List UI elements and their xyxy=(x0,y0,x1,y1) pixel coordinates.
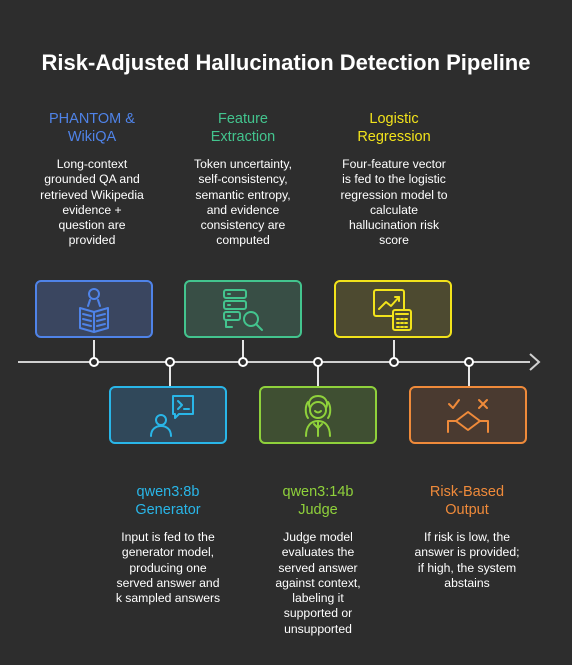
timeline-node xyxy=(389,357,399,367)
timeline-node xyxy=(165,357,175,367)
card-phantom-wikiqa xyxy=(35,280,153,338)
step-title: qwen3:8b Generator xyxy=(135,484,201,518)
page-title: Risk-Adjusted Hallucination Detection Pi… xyxy=(41,50,531,75)
step-title: PHANTOM & WikiQA xyxy=(49,111,135,145)
step-description: Four-feature vector is fed to the logist… xyxy=(340,157,448,248)
step-logistic-regression: Logistic Regression Four-feature vector … xyxy=(321,110,467,249)
server-search-icon xyxy=(223,289,263,331)
step-description: Long-context grounded QA and retrieved W… xyxy=(40,157,144,248)
chart-calculator-icon xyxy=(373,289,412,331)
step-title: Risk-Based Output xyxy=(429,484,505,518)
timeline-node xyxy=(89,357,99,367)
judge-icon xyxy=(304,395,332,437)
step-risk-output: Risk-Based Output If risk is low, the an… xyxy=(394,483,540,591)
step-title: Feature Extraction xyxy=(210,111,276,145)
card-feature-extraction xyxy=(184,280,302,338)
step-generator: qwen3:8b Generator Input is fed to the g… xyxy=(95,483,241,606)
step-description: Token uncertainty, self-consistency, sem… xyxy=(193,157,292,248)
card-logistic-regression xyxy=(334,280,452,338)
step-feature-extraction: Feature Extraction Token uncertainty, se… xyxy=(170,110,316,249)
step-description: Input is fed to the generator model, pro… xyxy=(115,530,221,606)
decision-icon xyxy=(447,399,489,433)
card-risk-output xyxy=(409,386,527,444)
step-description: Judge model evaluates the served answer … xyxy=(275,530,361,636)
step-title: Logistic Regression xyxy=(357,111,431,145)
card-generator xyxy=(109,386,227,444)
step-description: If risk is low, the answer is provided; … xyxy=(414,530,520,590)
timeline-node xyxy=(238,357,248,367)
step-title: qwen3:14b Judge xyxy=(282,484,354,518)
timeline-node xyxy=(313,357,323,367)
step-judge: qwen3:14b Judge Judge model evaluates th… xyxy=(245,483,391,637)
step-phantom-wikiqa: PHANTOM & WikiQA Long-context grounded Q… xyxy=(19,110,165,249)
card-judge xyxy=(259,386,377,444)
timeline-node xyxy=(464,357,474,367)
timeline-arrow-icon xyxy=(529,353,541,371)
reading-person-icon xyxy=(79,288,109,333)
terminal-user-icon xyxy=(150,395,194,437)
